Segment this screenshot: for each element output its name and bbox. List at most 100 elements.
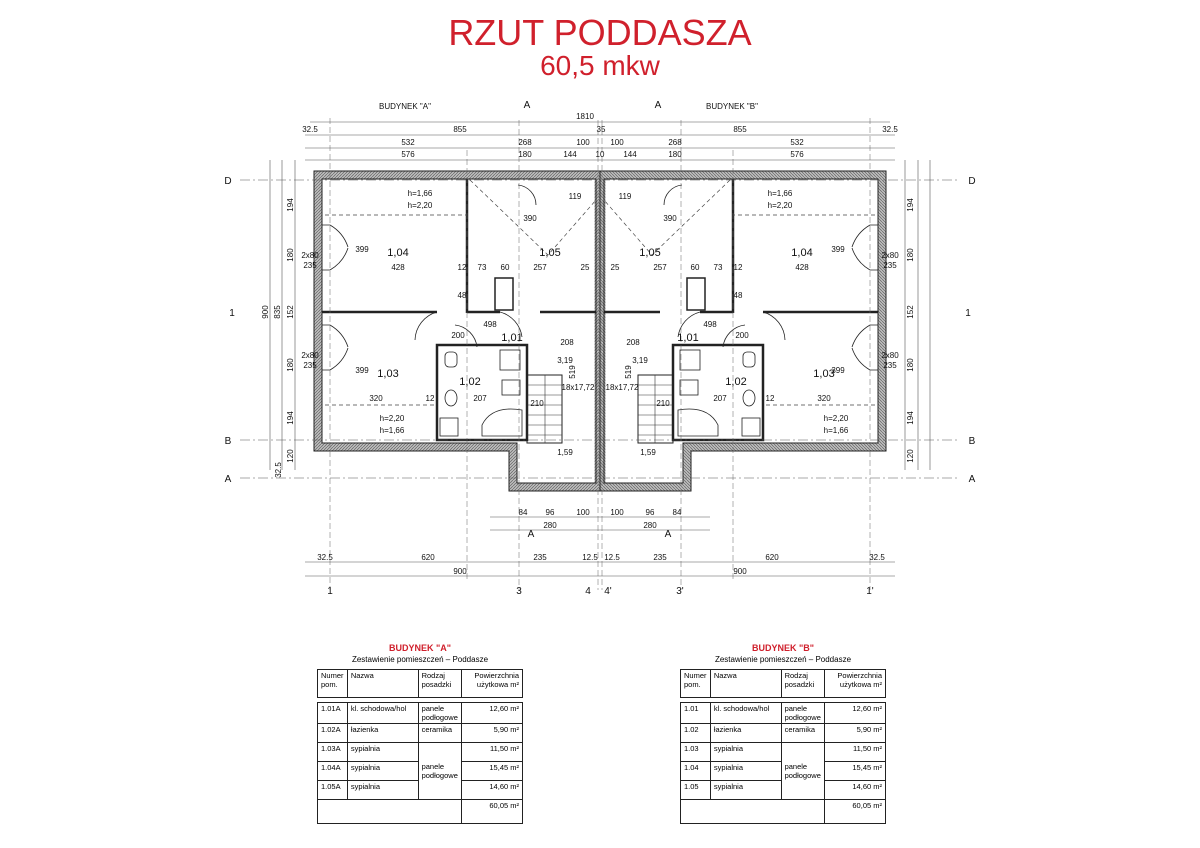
grid-row-d: D — [224, 176, 231, 187]
dimension-label: 268 — [668, 138, 682, 147]
building-a-label: BUDYNEK "A" — [379, 102, 431, 111]
dimension-label: 25 — [581, 263, 590, 272]
room-1-02-a: 1,02 — [459, 376, 480, 388]
dimension-label: 194 — [286, 198, 295, 212]
dimension-label: 257 — [653, 263, 667, 272]
dimension-label: 320 — [817, 394, 831, 403]
dimension-label: 32.5 — [274, 462, 283, 478]
room-number: 1.05 — [680, 780, 711, 800]
column-header: Rodzaj posadzki — [780, 669, 826, 698]
table-subtitle: Zestawienie pomieszczeń – Poddasze — [714, 655, 852, 664]
dimension-label: 180 — [668, 150, 682, 159]
dimension-label: 100 — [610, 138, 624, 147]
room-1-03-b: 1,03 — [813, 368, 834, 380]
room-name: sypialnia — [709, 780, 782, 800]
room-name: kl. schodowa/hol — [709, 702, 782, 724]
dimension-label: 25 — [611, 263, 620, 272]
dimension-label: 2x80 — [881, 251, 899, 260]
level-label: 3,19 — [557, 356, 573, 365]
height-label: h=1,66 — [408, 189, 433, 198]
grid-col-4p: 4' — [604, 586, 612, 597]
table-subtitle: Zestawienie pomieszczeń – Poddasze — [351, 655, 489, 664]
dimension-label: 119 — [619, 192, 632, 201]
dimension-label: 280 — [643, 521, 657, 530]
dimension-label: 280 — [543, 521, 557, 530]
dimension-label: 399 — [355, 245, 369, 254]
dimension-label: 60 — [691, 263, 700, 272]
grid-col-4: 4 — [585, 586, 591, 597]
room-1-02-b: 1,02 — [725, 376, 746, 388]
dimension-label: 235 — [653, 553, 667, 562]
dimension-lines — [240, 121, 960, 577]
dimension-label: 152 — [906, 305, 915, 319]
floor-type: panele podłogowe — [417, 742, 463, 800]
dimension-label: 207 — [473, 394, 487, 403]
room-number: 1.04 — [680, 761, 711, 781]
room-number: 1.04A — [317, 761, 348, 781]
room-area: 11,50 m² — [461, 742, 523, 762]
dimension-label: 2x80 — [301, 251, 319, 260]
height-label: h=2,20 — [824, 414, 849, 423]
dimension-label: 10 — [596, 150, 605, 159]
dimension-label: 235 — [883, 361, 897, 370]
dimension-label: 152 — [286, 305, 295, 319]
dimension-label: 235 — [533, 553, 547, 562]
dimension-label: 18x17,72 — [606, 383, 639, 392]
room-area: 14,60 m² — [824, 780, 886, 800]
dimension-label: 268 — [518, 138, 532, 147]
dimension-label: 498 — [483, 320, 497, 329]
grid-col-3p: 3' — [676, 586, 684, 597]
height-label: h=2,20 — [380, 414, 405, 423]
dimension-label: 32.5 — [869, 553, 885, 562]
dimension-label: 84 — [673, 508, 682, 517]
dimension-label: 96 — [646, 508, 655, 517]
room-area: 5,90 m² — [824, 723, 886, 743]
grid-labels: D B A D B A 1 3 4 4' 3' 1' 1 1 A A A A B… — [224, 100, 975, 597]
height-label: h=1,66 — [768, 189, 793, 198]
grid-row-a: A — [225, 474, 232, 485]
sheet-title: RZUT PODDASZA — [448, 12, 752, 53]
level-label: 1,59 — [640, 448, 656, 457]
dimension-label: 620 — [421, 553, 435, 562]
dimension-label: 208 — [626, 338, 640, 347]
dimension-label: 1810 — [576, 112, 594, 121]
room-number: 1.03 — [680, 742, 711, 762]
floor-type: panele podłogowe — [780, 702, 826, 724]
dimension-label: 519 — [568, 365, 577, 379]
room-name: sypialnia — [346, 742, 419, 762]
room-number: 1.01A — [317, 702, 348, 724]
dimension-label: 900 — [261, 305, 270, 319]
dimension-label: 532 — [401, 138, 415, 147]
room-1-01-b: 1,01 — [677, 332, 698, 344]
dimension-label: 257 — [533, 263, 547, 272]
room-schedule-b: BUDYNEK "B" Zestawienie pomieszczeń – Po… — [679, 643, 886, 824]
dimension-label: 180 — [518, 150, 532, 159]
height-label: h=2,20 — [768, 201, 793, 210]
dimension-label: 100 — [610, 508, 624, 517]
dimension-label: 12 — [426, 394, 435, 403]
column-header: Numer pom. — [680, 669, 711, 698]
floor-type: ceramika — [780, 723, 826, 743]
building-b-walls — [600, 118, 886, 590]
section-mark-left: 1 — [229, 308, 235, 319]
table-heading: BUDYNEK "B" — [751, 643, 815, 653]
dimension-label: 498 — [703, 320, 717, 329]
grid-col-1: 1 — [327, 586, 333, 597]
room-number: 1.02A — [317, 723, 348, 743]
dimension-label: 180 — [286, 248, 295, 262]
level-label: 3,19 — [632, 356, 648, 365]
room-number: 1.02 — [680, 723, 711, 743]
building-b-label: BUDYNEK "B" — [706, 102, 758, 111]
room-name: sypialnia — [346, 780, 419, 800]
dimension-label: 576 — [401, 150, 415, 159]
dimension-label: 235 — [303, 361, 317, 370]
grid-row-a-right: A — [969, 474, 976, 485]
